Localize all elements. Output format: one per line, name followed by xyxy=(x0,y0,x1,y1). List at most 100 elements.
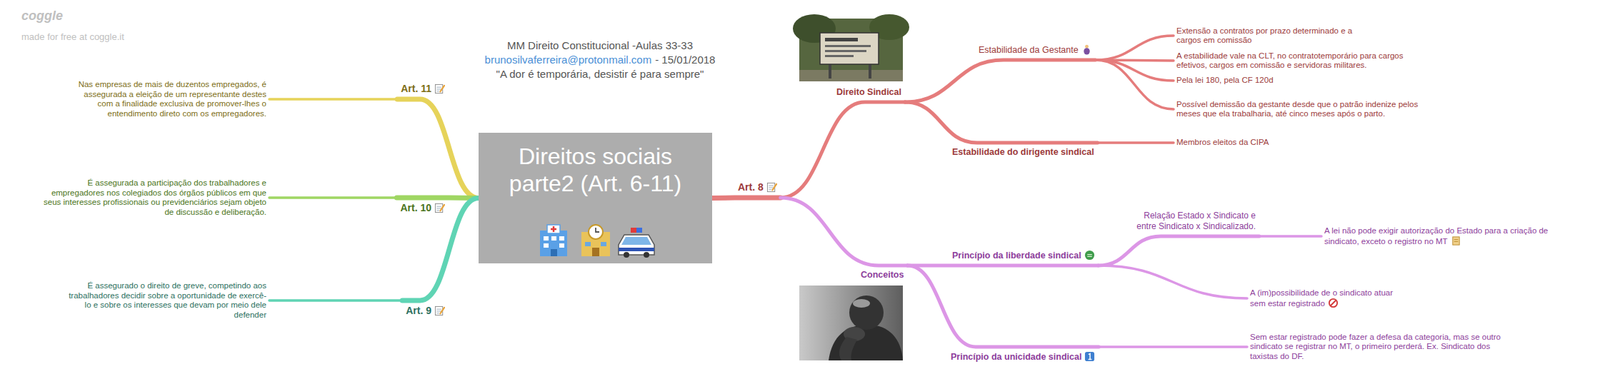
header-line: "A dor é temporária, desistir é para sem… xyxy=(421,67,779,82)
branch-line xyxy=(1098,345,1248,349)
note-text: Extensão a contratos por prazo determina… xyxy=(1176,26,1353,45)
window xyxy=(551,236,557,241)
icon-part xyxy=(440,307,445,314)
branch-line xyxy=(712,195,781,202)
sign-mark xyxy=(825,50,867,53)
leaf-note: A estabilidade vale na CLT, no contratot… xyxy=(1173,49,1438,73)
icon-part xyxy=(1083,47,1090,55)
cross xyxy=(550,226,557,233)
note-icon xyxy=(766,182,778,193)
window xyxy=(543,236,549,241)
ground xyxy=(799,70,903,82)
sign-board xyxy=(820,32,879,65)
branch-label: Conceitos xyxy=(857,265,908,284)
leaf-note: Nas empresas de mais de duzentos emprega… xyxy=(69,77,270,121)
branch-line xyxy=(1095,35,1174,60)
branch-text: Art. 8 xyxy=(737,181,764,193)
thinker-photo xyxy=(799,285,903,361)
window xyxy=(600,242,607,247)
branch-label: Estabilidade da Gestante xyxy=(975,42,1096,61)
wheel xyxy=(623,252,630,258)
no-icon xyxy=(1327,297,1339,309)
leaf-note: Pela lei 180, pela CF 120d xyxy=(1173,73,1277,88)
header-block: MM Direito Constitucional -Aulas 33-33br… xyxy=(421,38,779,82)
preg-icon xyxy=(1081,44,1093,55)
branch-text: Conceitos xyxy=(860,270,904,280)
branch-label: Art. 9 xyxy=(402,300,449,320)
one-icon xyxy=(1084,351,1095,363)
branch-line xyxy=(1095,60,1174,110)
branch-label: Art. 10 xyxy=(396,197,449,217)
highlight xyxy=(852,299,870,308)
leaf-note: É assegurada a participação dos trabalha… xyxy=(37,176,270,220)
header-title: MM Direito Constitucional -Aulas 33-33 xyxy=(421,38,779,53)
door xyxy=(592,247,600,257)
wheel xyxy=(643,252,650,258)
post xyxy=(868,62,872,79)
branch-label: Relação Estado x Sindicato e entre Sindi… xyxy=(1132,208,1260,237)
body xyxy=(828,325,903,361)
note-text: Nas empresas de mais de duzentos emprega… xyxy=(78,80,267,118)
post xyxy=(828,62,832,79)
branch-line xyxy=(780,102,905,198)
leaf-note: A lei não pode exigir autorização do Est… xyxy=(1321,224,1586,250)
branch-line xyxy=(780,197,908,266)
icon-part xyxy=(772,184,777,190)
window xyxy=(585,242,591,247)
icon-part xyxy=(1085,44,1089,48)
branch-label: Art. 8 xyxy=(734,179,781,198)
icon-part xyxy=(1085,250,1095,260)
branch-text: Art. 10 xyxy=(400,202,432,214)
header-line: brunosilvaferreira@protonmail.com- 15/01… xyxy=(421,52,779,68)
note-text: A (im)possibilidade de o sindicato atuar… xyxy=(1250,288,1393,309)
icon-part xyxy=(1088,354,1093,360)
branch-line xyxy=(1098,236,1260,266)
fist-icon xyxy=(1084,250,1095,261)
note-text: A lei não pode exigir autorização do Est… xyxy=(1324,226,1548,247)
note-text: Membros eleitos da CIPA xyxy=(1176,137,1270,147)
topic-title: Direitos sociais parte2 (Art. 6-11) xyxy=(509,143,682,197)
scroll-icon xyxy=(1450,235,1462,247)
windshield xyxy=(621,237,652,245)
note-icon xyxy=(434,305,445,317)
note-text: Sem estar registrado pode fazer a defesa… xyxy=(1250,332,1501,361)
sign-mark xyxy=(825,37,858,42)
leaf-note: É assegurado o direito de greve, competi… xyxy=(65,279,270,323)
leaf-note: Extensão a contratos por prazo determina… xyxy=(1173,24,1358,48)
stripe xyxy=(618,247,655,252)
icon-part xyxy=(1329,299,1338,308)
branch-text: Direito Sindical xyxy=(836,87,902,98)
branch-text: Relação Estado x Sindicato e entre Sindi… xyxy=(1136,210,1256,232)
branch-line xyxy=(396,195,479,202)
note-text: É assegurada a participação dos trabalha… xyxy=(43,178,267,217)
icon-part xyxy=(1452,237,1459,245)
branch-line xyxy=(907,265,1099,348)
branch-text: Princípio da unicidade sindical xyxy=(950,352,1082,363)
building xyxy=(540,230,568,257)
union-sign-photo xyxy=(792,14,910,82)
arm xyxy=(839,337,858,361)
sign xyxy=(547,225,560,234)
branch-line xyxy=(269,97,398,101)
sign-mark xyxy=(825,55,854,58)
note-text: Possível demissão da gestante desde que … xyxy=(1176,100,1418,119)
branch-line xyxy=(907,264,1098,268)
head xyxy=(849,295,884,330)
leaf-note: Sem estar registrado pode fazer a defesa… xyxy=(1247,330,1512,365)
note-icon xyxy=(434,202,445,214)
clock-hands xyxy=(595,227,600,233)
icon-part xyxy=(1453,240,1458,243)
branch-line xyxy=(1095,60,1174,81)
note-text: Pela lei 180, pela CF 120d xyxy=(1176,75,1274,85)
branch-text: Princípio da liberdade sindical xyxy=(952,250,1082,261)
branch-line xyxy=(905,60,1096,103)
siren xyxy=(630,227,637,233)
date-text: - 15/01/2018 xyxy=(655,53,715,66)
icon-part xyxy=(1085,352,1095,362)
window xyxy=(559,243,565,248)
branch-line xyxy=(1259,235,1322,238)
branch-line xyxy=(905,102,1098,143)
watermark: made for free at coggle.it xyxy=(21,31,125,43)
branch-text: Estabilidade do dirigente sindical xyxy=(952,147,1095,158)
branch-label: Princípio da unicidade sindical xyxy=(947,347,1099,366)
